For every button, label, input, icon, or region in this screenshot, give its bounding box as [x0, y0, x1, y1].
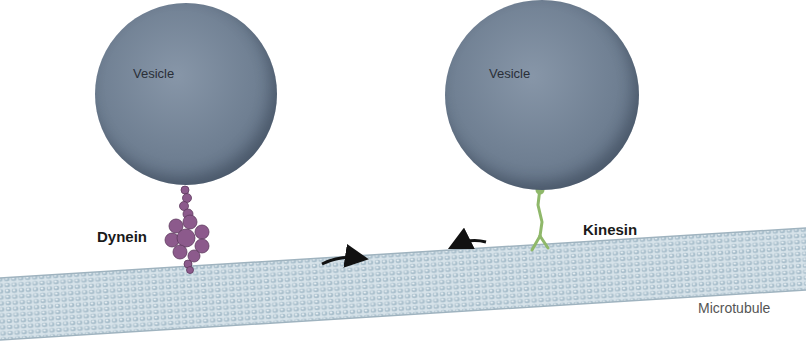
motor-label: Dynein: [97, 228, 147, 245]
structure-label: Microtubule: [698, 300, 770, 316]
vesicle-label: Vesicle: [133, 66, 174, 81]
vesicle-label: Vesicle: [489, 66, 530, 81]
vesicle-circle: Vesicle: [95, 3, 277, 185]
motor-label: Kinesin: [583, 221, 637, 238]
dynein-motor: [165, 186, 209, 274]
kinesin-motor: [532, 187, 548, 250]
direction-arrow: [322, 257, 360, 264]
vesicle-circle: Vesicle: [445, 0, 639, 190]
direction-arrow: [456, 241, 486, 245]
microtubule: [0, 228, 806, 340]
